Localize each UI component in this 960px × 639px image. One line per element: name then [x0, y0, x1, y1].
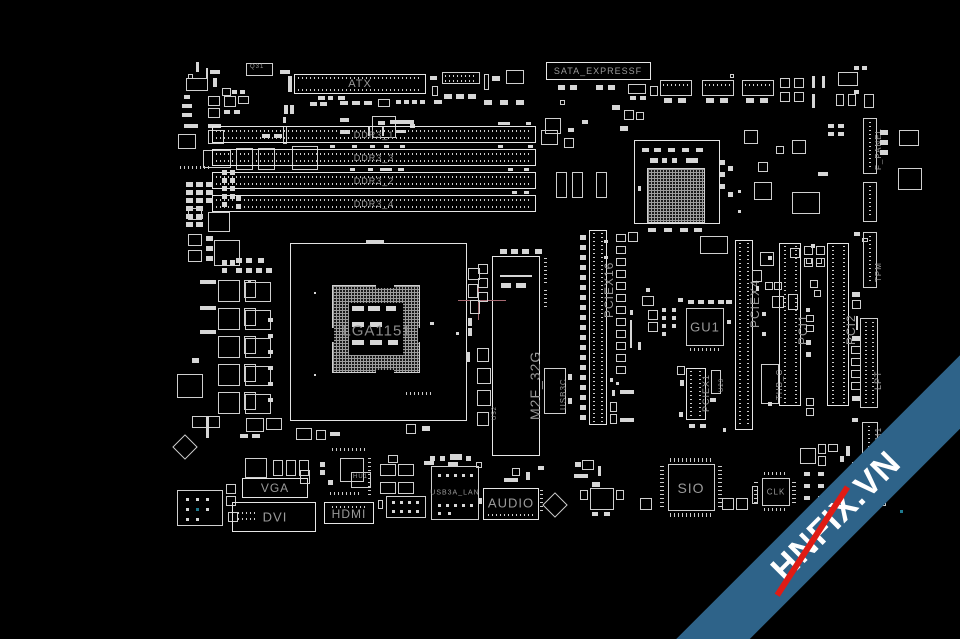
tpm-header[interactable] — [863, 232, 877, 288]
memory-slot-ddr3-3[interactable] — [212, 149, 536, 166]
usb-port-block[interactable] — [386, 496, 426, 518]
memory-slot-ddr3-4[interactable] — [212, 195, 536, 212]
usb-header-2[interactable] — [702, 80, 734, 96]
cpu-socket-pin-array — [332, 285, 420, 373]
ps2-port[interactable] — [177, 490, 223, 526]
usb3c-header[interactable] — [544, 368, 566, 414]
audio-port[interactable] — [483, 488, 539, 520]
dvi-port[interactable] — [232, 502, 316, 532]
usb3a-lan-port[interactable] — [431, 466, 479, 520]
header-extra-1[interactable] — [863, 182, 877, 222]
usb-header-3[interactable] — [742, 80, 774, 96]
sata-express-connector[interactable] — [546, 62, 651, 80]
gu1-chip[interactable] — [686, 308, 724, 346]
memory-slot-ddr3-1[interactable] — [212, 126, 536, 143]
pciex16-slot[interactable] — [589, 230, 607, 425]
memory-slot-ddr3-2[interactable] — [212, 172, 536, 189]
hdmi-port[interactable] — [324, 502, 374, 524]
usb-header-1[interactable] — [660, 80, 692, 96]
m2-slot[interactable] — [492, 256, 540, 456]
pch-bga-array — [647, 168, 705, 223]
pch-outline[interactable] — [634, 140, 720, 224]
atx-connector[interactable] — [294, 74, 426, 94]
vga-port[interactable] — [242, 478, 308, 498]
f-panel-header[interactable] — [863, 118, 877, 174]
